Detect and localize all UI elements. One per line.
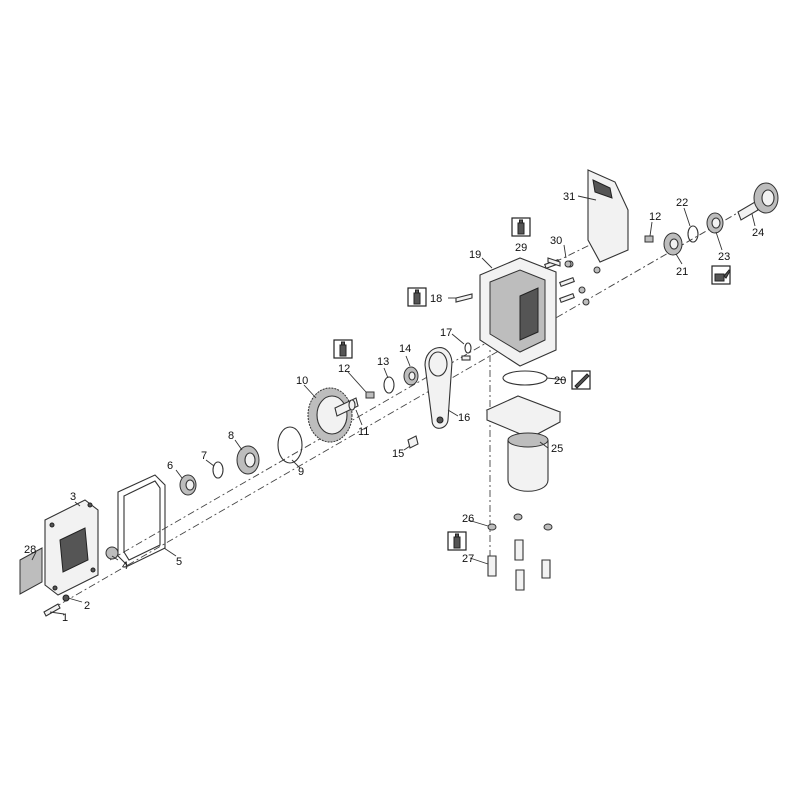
callout-20: 20 bbox=[554, 375, 566, 387]
part-16-crank-arm bbox=[424, 347, 453, 429]
part-14-bearing bbox=[403, 366, 419, 386]
part-24-input-shaft bbox=[737, 182, 779, 221]
part-8-bearing bbox=[236, 445, 260, 475]
callout-9: 9 bbox=[298, 466, 304, 478]
callout-23: 23 bbox=[718, 251, 730, 263]
part-27-bolts bbox=[487, 539, 551, 591]
part-10-gear bbox=[307, 387, 359, 443]
callout-7: 7 bbox=[201, 450, 207, 462]
callout-5: 5 bbox=[176, 556, 182, 568]
part-25-motor bbox=[485, 395, 562, 492]
part-6-bearing bbox=[179, 474, 197, 496]
part-23-seal bbox=[706, 212, 724, 234]
part-13-circlip bbox=[383, 376, 395, 394]
callout-10: 10 bbox=[296, 375, 308, 387]
part-5-gasket bbox=[117, 474, 166, 567]
part-28-sticker bbox=[19, 547, 43, 595]
callout-30: 30 bbox=[550, 235, 562, 247]
callout-26: 26 bbox=[462, 513, 474, 525]
part-31-bracket bbox=[587, 169, 629, 263]
callout-16: 16 bbox=[458, 412, 470, 424]
part-21-bearing bbox=[663, 232, 683, 256]
oil-can-icon bbox=[711, 265, 731, 285]
part-29-dowel bbox=[547, 257, 561, 267]
part-30-nut bbox=[564, 260, 572, 268]
callout-17: 17 bbox=[440, 327, 452, 339]
part-20-o-ring bbox=[502, 370, 548, 386]
part-1-bolt bbox=[43, 603, 61, 617]
callout-6: 6 bbox=[167, 460, 173, 472]
callout-27: 27 bbox=[462, 553, 474, 565]
callout-12-right: 12 bbox=[649, 211, 661, 223]
part-19-gearbox-housing bbox=[479, 257, 557, 367]
threadlocker-bottle-icon bbox=[407, 287, 427, 307]
callout-15: 15 bbox=[392, 448, 404, 460]
leader-lines bbox=[31, 195, 756, 615]
callout-28: 28 bbox=[24, 544, 36, 556]
callout-labels: 1 2 3 4 5 6 7 8 9 10 11 12 12 13 14 15 1… bbox=[24, 191, 764, 624]
callout-24: 24 bbox=[752, 227, 764, 239]
part-4-plug bbox=[105, 546, 119, 560]
part-7-circlip bbox=[212, 461, 224, 479]
part-11-washer bbox=[348, 399, 356, 411]
callout-14: 14 bbox=[399, 343, 411, 355]
callout-13: 13 bbox=[377, 356, 389, 368]
callout-11: 11 bbox=[358, 426, 369, 438]
part-26-nuts bbox=[487, 513, 553, 531]
part-12-screw-right bbox=[644, 235, 654, 243]
threadlocker-bottle-icon bbox=[511, 217, 531, 237]
sealant-tube-icon bbox=[571, 370, 591, 390]
part-12-screw-left bbox=[365, 391, 375, 399]
callout-19: 19 bbox=[469, 249, 481, 261]
threadlocker-bottle-icon bbox=[447, 531, 467, 551]
callout-25: 25 bbox=[551, 443, 563, 455]
callout-22: 22 bbox=[676, 197, 688, 209]
part-22-circlip bbox=[687, 225, 699, 243]
assembly-axis-lines bbox=[49, 199, 761, 611]
callout-3: 3 bbox=[70, 491, 76, 503]
callout-8: 8 bbox=[228, 430, 234, 442]
callout-1: 1 bbox=[62, 612, 68, 624]
callout-18: 18 bbox=[430, 293, 442, 305]
part-3-cover bbox=[44, 499, 99, 596]
callout-21: 21 bbox=[676, 266, 688, 278]
callout-4: 4 bbox=[122, 560, 128, 572]
callout-31: 31 bbox=[563, 191, 575, 203]
callout-2: 2 bbox=[84, 600, 90, 612]
part-17-pins bbox=[461, 342, 472, 361]
callout-12-left: 12 bbox=[338, 363, 350, 375]
part-9-circlip bbox=[277, 426, 303, 464]
threadlocker-bottle-icon bbox=[333, 339, 353, 359]
part-18-dowel-pin bbox=[455, 293, 473, 303]
part-15-pin bbox=[407, 435, 419, 449]
callout-29: 29 bbox=[515, 242, 527, 254]
